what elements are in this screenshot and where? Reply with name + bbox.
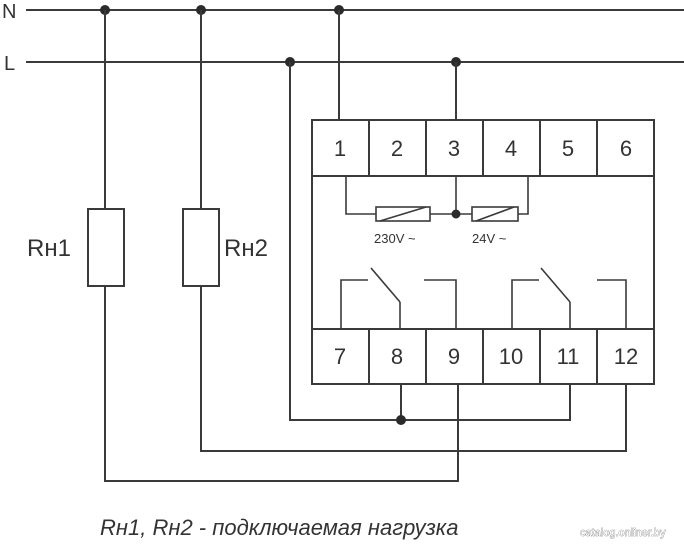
watermark: catalog.onliner.by [580, 527, 666, 539]
terminal-11: 11 [557, 344, 580, 369]
terminal-10: 10 [499, 344, 523, 369]
terminal-6: 6 [620, 136, 632, 161]
coil-24v-label: 24V ~ [472, 231, 507, 246]
terminal-7: 7 [334, 344, 346, 369]
bottom-terminal-strip: 7 8 9 10 11 12 [311, 328, 655, 385]
coil-circuit: 230V ~ 24V ~ [345, 176, 529, 246]
load2-return-wire [200, 286, 627, 452]
contact-group-2 [511, 267, 627, 329]
contact-blade [370, 267, 401, 303]
top-terminal-strip: 1 2 3 4 5 6 [311, 119, 655, 177]
contact-group-1 [340, 267, 457, 329]
terminal-3: 3 [448, 136, 460, 161]
line-feed-wire [289, 62, 571, 421]
load1-label: Rн1 [27, 235, 71, 262]
terminal-2: 2 [391, 136, 403, 161]
coil-230v-label: 230V ~ [374, 231, 416, 246]
terminal-9: 9 [448, 344, 460, 369]
terminal-5: 5 [562, 136, 574, 161]
load2-resistor [182, 208, 220, 287]
terminal-8: 8 [391, 344, 403, 369]
load1-resistor [87, 208, 125, 287]
terminal-1: 1 [334, 136, 346, 161]
load2-label: Rн2 [224, 235, 268, 262]
junction-dot [396, 415, 406, 425]
contact-blade [540, 267, 571, 303]
neutral-rail-label: N [2, 1, 16, 23]
coil-230v [375, 206, 431, 222]
caption: Rн1, Rн2 - подключаемая нагрузка [100, 515, 458, 540]
terminal-12: 12 [614, 344, 638, 369]
line-rail-label: L [4, 53, 15, 75]
coil-junction-dot [451, 209, 461, 219]
load1-return-wire [104, 286, 459, 482]
terminal-4: 4 [505, 136, 517, 161]
coil-24v [471, 206, 519, 222]
